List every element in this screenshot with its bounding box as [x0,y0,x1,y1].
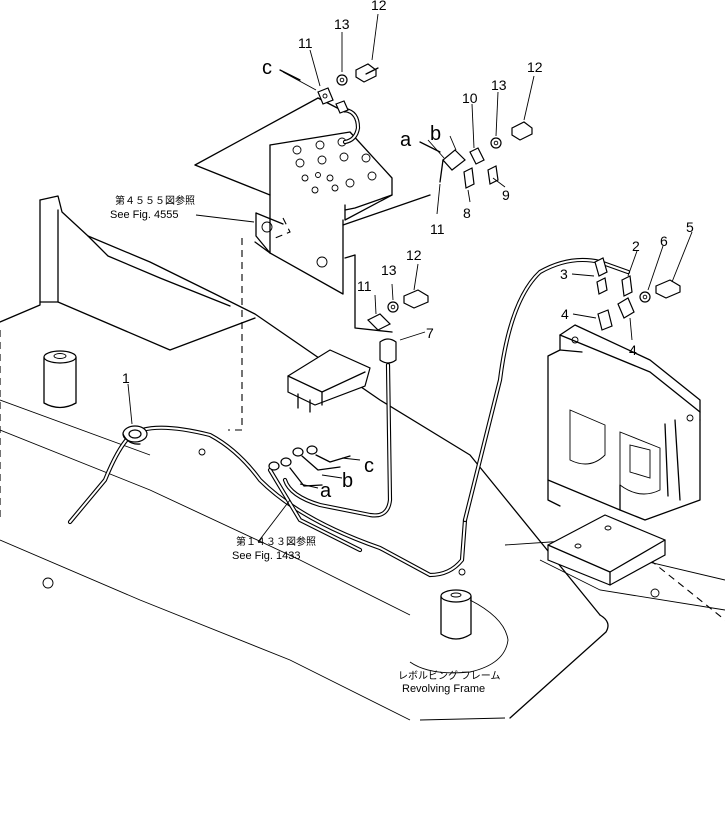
bolt-part-12-mid [511,121,533,141]
label-12-low: 12 [406,247,422,263]
console-block [287,349,371,413]
conn-b-top: b [430,123,441,145]
sleeve-part-8 [463,167,475,189]
arrow-c-top [279,69,301,81]
washer-part-13-mid [490,137,502,149]
washer-part-13-low [387,301,399,313]
clamp-part-11-mid [439,149,466,183]
conn-c-bottom: c [364,455,374,477]
label-13-top: 13 [334,16,350,32]
label-13-low: 13 [381,262,397,278]
hoses [67,107,631,578]
label-13-mid: 13 [491,77,507,93]
clamp-part-4-b [617,297,635,319]
fitting-part-3 [594,257,608,295]
pump-housing [547,324,701,586]
sleeve-part-9 [487,165,499,185]
label-10: 10 [462,90,478,106]
ref-1433-jp: 第１４３３図参照 [236,535,316,548]
label-9: 9 [502,187,510,203]
ref-4555-jp: 第４５５５図参照 [115,194,195,207]
clamp-part-11-low [366,313,392,331]
label-11-top: 11 [298,35,313,51]
washer-part-13-top [336,74,348,86]
frame-label-jp: レボルビング フレーム [398,669,500,682]
bolt-part-5 [655,279,681,299]
bolt-part-12-top [355,63,379,83]
swivel-boss-center [409,568,509,674]
part-labels: 12 13 11 12 13 10 8 9 11 12 13 11 7 5 6 … [122,0,694,386]
conn-b-bottom: b [342,470,353,492]
label-8: 8 [463,205,471,221]
label-4-right: 4 [629,342,637,358]
label-1: 1 [122,370,130,386]
ref-4555-en: See Fig. 4555 [110,209,179,221]
label-12-top: 12 [371,0,387,13]
hose-end-fittings [268,445,351,487]
clamp-part-11-top [317,87,334,105]
ref-1433-en: See Fig. 1433 [232,550,301,562]
washer-part-6 [639,291,651,303]
label-2: 2 [632,238,640,254]
arrow-a-top [419,141,441,153]
label-11-mid: 11 [430,221,445,237]
conn-a-top: a [400,129,412,151]
frame-label-en: Revolving Frame [402,683,485,695]
fitting-part-2 [621,275,633,297]
label-11-low: 11 [357,278,372,294]
clamp-part-10 [469,147,485,165]
label-4-left: 4 [561,306,569,322]
bolt-part-12-low [403,289,429,309]
grommet-part-1 [122,425,148,445]
label-3: 3 [560,266,568,282]
clamp-part-4-a [597,309,613,331]
conn-c-top: c [262,57,272,79]
fitting-part-7 [379,338,397,364]
fitting-top-valve [335,100,349,114]
revolving-frame [0,195,725,721]
reference-notes: 第４５５５図参照 See Fig. 4555 第１４３３図参照 See Fig.… [110,194,500,695]
leader-lines [127,13,693,543]
connection-labels: c a b c b a [262,57,441,502]
swivel-boss-left [43,350,77,409]
conn-a-bottom: a [320,480,332,502]
label-7: 7 [426,325,434,341]
label-12-mid: 12 [527,59,543,75]
label-6: 6 [660,233,668,249]
label-5: 5 [686,219,694,235]
